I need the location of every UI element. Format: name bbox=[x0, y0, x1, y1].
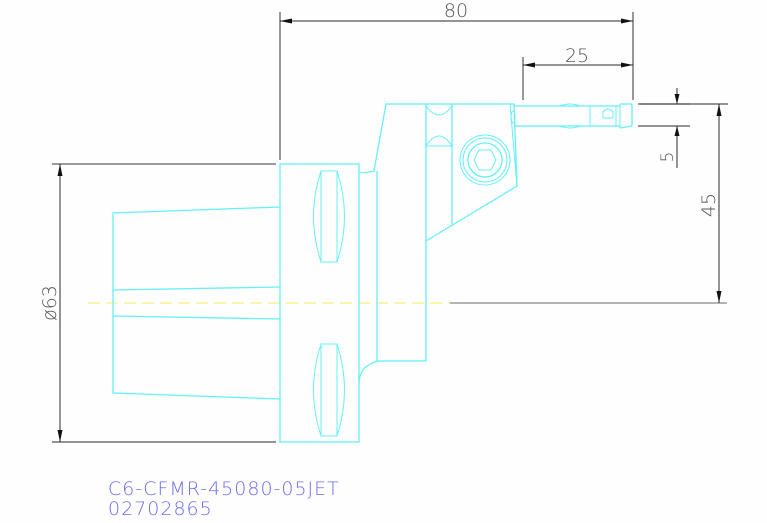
boring-bar bbox=[514, 103, 633, 129]
dim-text-80: 80 bbox=[444, 0, 468, 22]
order-code: 02702865 bbox=[108, 498, 213, 520]
head bbox=[358, 103, 518, 385]
dimension-25 bbox=[522, 57, 633, 100]
flange bbox=[279, 163, 360, 443]
dim-text-25: 25 bbox=[565, 45, 589, 67]
dim-text-45: 45 bbox=[698, 193, 720, 217]
dim-text-5: 5 bbox=[658, 152, 678, 163]
dimension-80 bbox=[279, 12, 634, 160]
dimension-45 bbox=[640, 103, 728, 303]
dim-text-diameter-63: ø63 bbox=[39, 285, 61, 321]
dimension-diameter-63 bbox=[52, 163, 276, 443]
part-number: C6-CFMR-45080-05JET bbox=[108, 478, 340, 500]
shank bbox=[112, 206, 281, 400]
